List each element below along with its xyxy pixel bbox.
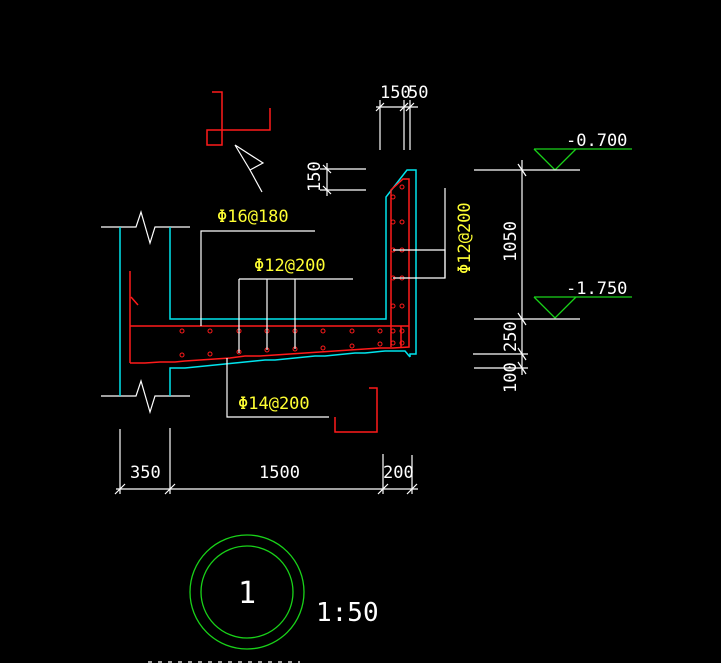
dim-100: 100 [501,362,521,393]
leader-phi14 [226,358,329,418]
leader-phi16 [200,230,315,326]
cursor-arrow-icon [234,144,265,193]
dim-350: 350 [130,463,161,483]
top-dimension: 150 50 [375,83,428,150]
rebar-dot [399,219,405,225]
elevation-marker-lower: -1.750 [533,279,632,319]
rebar-dot [377,341,383,347]
rebar-dot [207,328,213,334]
label-phi12-200-middle: Φ12@200 [254,256,326,276]
bottom-dimension-chain: 350 1500 200 [114,428,418,495]
rebar-dot [399,184,405,190]
dim-250: 250 [501,321,521,352]
label-phi12-200-vertical: Φ12@200 [455,202,475,274]
dim-50-top: 50 [408,83,428,103]
rebar-dot [390,194,396,200]
dim-1500: 1500 [259,463,300,483]
rebar-dot [349,343,355,349]
rebar-dot [320,345,326,351]
dimension-150-left: 150 [305,161,366,196]
elevation-lower: -1.750 [566,279,627,299]
leader-phi12-middle [238,278,353,353]
rebar-cage [129,178,410,364]
rebar-dot [399,303,405,309]
wall-break-bottom [101,378,190,415]
wall-break-top [101,209,190,246]
rebar-dot [349,328,355,334]
rebar-dot [377,328,383,334]
elevation-upper: -0.700 [566,131,627,151]
detail-number: 1 [238,576,256,611]
rebar-dot [399,328,405,334]
label-phi16-180: Φ16@180 [217,207,289,227]
right-dimension-chain: 1050 250 100 [473,160,580,393]
rebar-dot [207,351,213,357]
rebar-dot [390,303,396,309]
rebar-dots [179,184,405,358]
dim-200: 200 [383,463,414,483]
dim-150-top: 150 [380,83,411,103]
rebar-dot [390,328,396,334]
concrete-outline [119,169,417,396]
rebar-dot [179,328,185,334]
dim-150-left: 150 [305,161,325,192]
rebar-shape-symbol [206,91,271,146]
rebar-dot [179,352,185,358]
rebar-dot [390,340,396,346]
elevation-marker-upper: -0.700 [533,131,632,171]
rebar-dot [390,219,396,225]
leader-phi12-vertical [393,188,446,279]
rebar-dot [320,328,326,334]
rebar-dot [399,340,405,346]
label-phi14-200: Φ14@200 [238,394,310,414]
rebar-shape-symbol-bottom [334,387,378,433]
dim-1050: 1050 [501,221,521,262]
detail-marker: 1 1:50 [189,534,379,650]
detail-scale: 1:50 [316,598,379,628]
